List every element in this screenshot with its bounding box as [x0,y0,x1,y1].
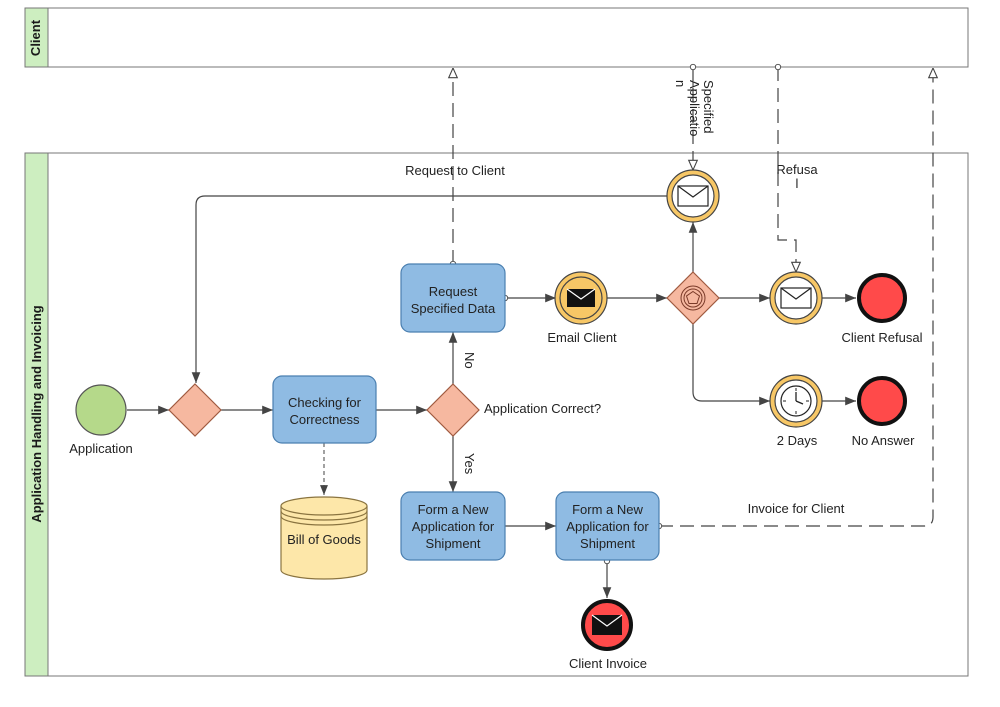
msg-invoice-for-client [659,68,933,526]
envelope-icon [677,185,709,207]
client-refusal-label: Client Refusal [842,330,923,345]
intermediate-event-email-client[interactable] [554,271,608,325]
task-form2-line1: Form a New [572,502,643,517]
email-client-label: Email Client [547,330,617,345]
start-event-application[interactable] [75,384,127,436]
client-pool: Client [24,7,969,68]
specified-application-line1: Specified [701,80,716,133]
task-request-line2: Specified Data [411,301,496,316]
pentagon-icon [680,285,706,311]
flow-label-refusal-line1: Refusa [776,162,818,177]
task-request-specified-data[interactable]: Request Specified Data [400,263,506,333]
clock-icon [780,385,812,417]
task-checking-for-correctness[interactable]: Checking for Correctness [272,375,377,444]
client-pool-label: Client [28,19,43,56]
client-pool-header[interactable] [24,7,49,68]
client-invoice-label: Client Invoice [569,656,647,671]
end-event-client-invoice[interactable] [581,599,633,651]
flow-specified-loop-to-merge [191,195,668,383]
data-store-bill-of-goods[interactable]: Bill of Goods [280,496,368,580]
task-form2-line3: Shipment [580,536,635,551]
intermediate-event-specified-application[interactable] [666,169,720,223]
flow-label-request-to-client: Request to Client [405,163,505,178]
flow-label-refusal-line2: l [796,176,799,191]
task-form1-line1: Form a New [418,502,489,517]
task-form1-line2: Application for [412,519,495,534]
intermediate-event-refusal[interactable] [769,271,823,325]
task-checking-line2: Correctness [289,412,360,427]
handling-pool-header[interactable] [24,152,49,677]
message-flows [453,67,933,526]
gateway-merge[interactable] [168,383,222,437]
flow-label-invoice-for-client: Invoice for Client [748,501,845,516]
two-days-label: 2 Days [777,433,818,448]
envelope-filled-icon [566,288,596,307]
end-event-no-answer[interactable] [857,376,907,426]
envelope-filled-icon [591,614,623,635]
start-event-label: Application [69,441,133,456]
specified-application-line3: n [673,80,688,87]
task-form2-line2: Application for [566,519,649,534]
timer-event-two-days[interactable] [769,374,823,428]
end-event-client-refusal[interactable] [857,273,907,323]
no-answer-label: No Answer [852,433,916,448]
flow-label-yes: Yes [462,453,477,475]
flow-label-no: No [462,352,477,369]
task-request-line1: Request [429,284,478,299]
task-checking-line1: Checking for [288,395,362,410]
gateway-event-based[interactable] [666,271,720,325]
task-form-new-application-1[interactable]: Form a New Application for Shipment [400,491,506,561]
application-correct-label: Application Correct? [484,401,601,416]
specified-application-line2: Applicatio [687,80,702,136]
data-store-label: Bill of Goods [287,532,361,547]
task-form-new-application-2[interactable]: Form a New Application for Shipment [555,491,660,561]
gateway-application-correct[interactable] [426,383,480,437]
task-form1-line3: Shipment [426,536,481,551]
handling-pool-label: Application Handling and Invoicing [29,305,44,522]
flow-label-specified-application: Specified Applicatio n [673,80,716,136]
envelope-icon [780,287,812,309]
